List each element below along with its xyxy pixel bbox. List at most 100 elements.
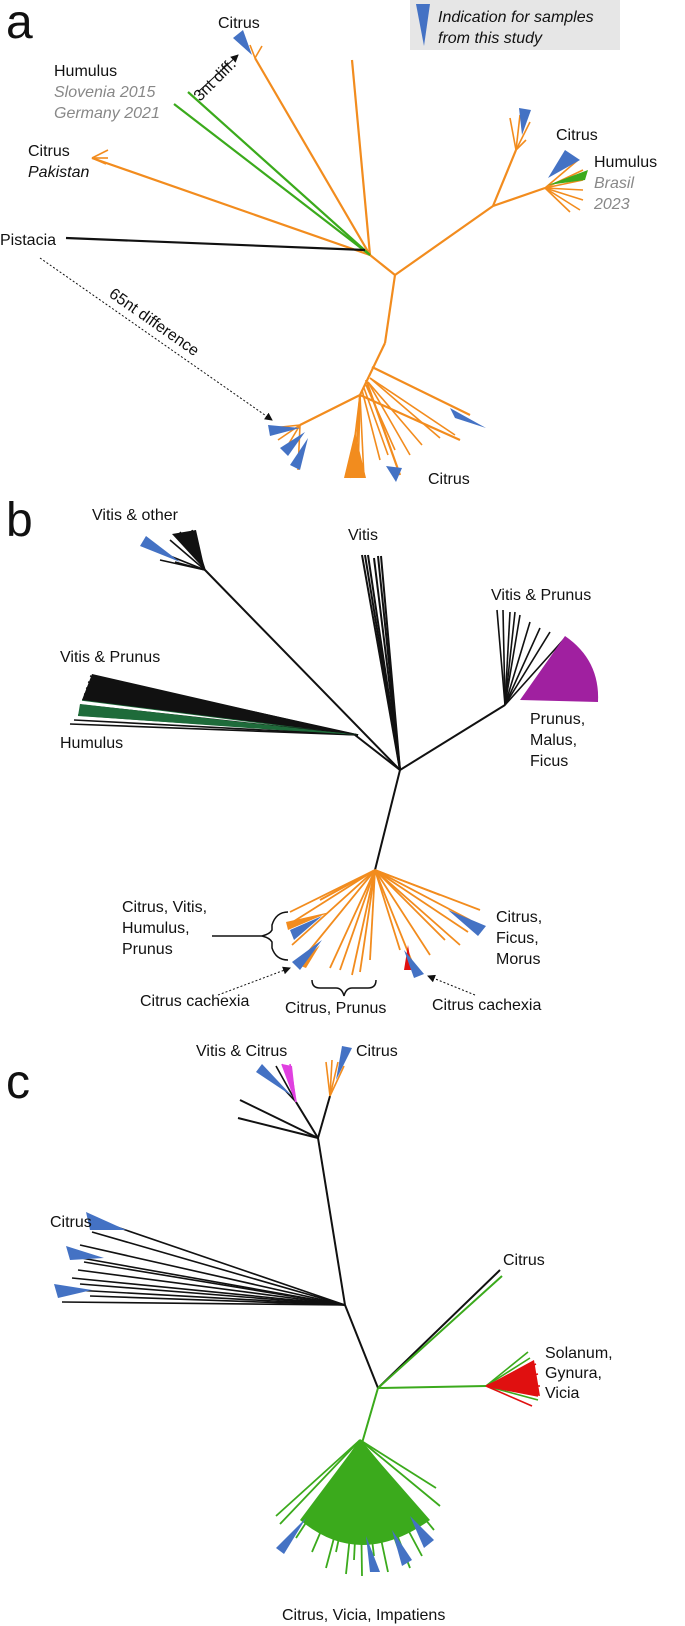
tree-b-fan-bottom bbox=[287, 869, 481, 976]
tree-b-fan-right bbox=[496, 609, 566, 706]
blue-wedge-icon bbox=[450, 408, 486, 428]
magenta-fan-icon bbox=[282, 1064, 296, 1102]
legend-box bbox=[410, 0, 620, 50]
tree-c-bottom-markers bbox=[276, 1516, 434, 1572]
blue-wedge-icon bbox=[290, 916, 322, 940]
label-b-vitis-prunus-right: Vitis & Prunus bbox=[491, 587, 591, 604]
orange-fan-icon bbox=[286, 912, 330, 930]
label-b-humulus: Humulus bbox=[60, 735, 123, 752]
label-a-brasil: Brasil bbox=[594, 175, 634, 192]
tree-b-sample-markers bbox=[290, 910, 486, 978]
label-b-ficus: Ficus bbox=[530, 753, 568, 770]
tree-c-top-markers bbox=[256, 1046, 352, 1096]
cachexia-right-arrow bbox=[427, 974, 476, 996]
label-a-pistacia: Pistacia bbox=[0, 232, 56, 249]
tree-a-sample-markers bbox=[233, 30, 580, 482]
panel-b: b bbox=[6, 494, 599, 1017]
black-fan-icon bbox=[82, 674, 358, 735]
panel-c: c bbox=[6, 1043, 613, 1624]
label-b-malus: Malus, bbox=[530, 732, 577, 749]
blue-wedge-icon bbox=[404, 950, 424, 978]
legend-line-1: Indication for samples bbox=[438, 9, 594, 26]
panel-a: a Indication for samples from this study bbox=[0, 0, 657, 488]
label-a-65nt: 65nt difference bbox=[106, 285, 202, 360]
blue-wedge-icon bbox=[336, 1046, 352, 1080]
darkgreen-fan-icon bbox=[78, 704, 358, 735]
blue-wedge-icon bbox=[366, 1536, 380, 1572]
label-a-citrus-top: Citrus bbox=[218, 15, 260, 32]
label-c-bottom: Citrus, Vicia, Impatiens bbox=[282, 1607, 445, 1624]
blue-wedge-icon bbox=[386, 466, 402, 482]
label-c-citrus-top: Citrus bbox=[356, 1043, 398, 1060]
blue-wedge-icon bbox=[392, 1530, 412, 1566]
purple-fan-icon bbox=[520, 636, 599, 702]
bracket-bottom bbox=[311, 979, 377, 997]
label-b-vitis-prunus-left: Vitis & Prunus bbox=[60, 649, 160, 666]
tree-b-fan-vitis bbox=[361, 554, 401, 771]
label-c-solanum: Solanum, bbox=[545, 1345, 613, 1362]
blue-wedge-icon bbox=[66, 1246, 104, 1260]
label-b-group-line1: Citrus, Vitis, bbox=[122, 899, 207, 916]
cachexia-left-arrow bbox=[217, 966, 291, 996]
blue-wedge-icon bbox=[548, 150, 580, 178]
panel-a-letter: a bbox=[6, 0, 33, 49]
label-b-vitis-other: Vitis & other bbox=[92, 507, 179, 524]
3nt-arrow bbox=[197, 54, 239, 93]
label-a-citrus-pak: Citrus bbox=[28, 143, 70, 160]
label-c-gynura: Gynura, bbox=[545, 1365, 602, 1382]
blue-wedge-icon bbox=[280, 432, 305, 456]
tree-a-branches bbox=[65, 57, 546, 476]
label-a-humulus-right: Humulus bbox=[594, 154, 657, 171]
label-b-cfm-line2: Ficus, bbox=[496, 930, 539, 947]
bracket-left bbox=[261, 911, 289, 961]
black-fan-icon bbox=[172, 530, 205, 570]
blue-wedge-icon bbox=[416, 4, 430, 46]
label-c-citrus-left: Citrus bbox=[50, 1214, 92, 1231]
legend: Indication for samples from this study bbox=[410, 0, 620, 50]
label-b-cfm-line1: Citrus, bbox=[496, 909, 542, 926]
panel-c-letter: c bbox=[6, 1056, 30, 1109]
label-a-3nt: 3nt diff. bbox=[191, 56, 240, 105]
label-b-cachexia-right: Citrus cachexia bbox=[432, 997, 541, 1014]
blue-wedge-icon bbox=[276, 1518, 306, 1554]
label-b-group-line3: Prunus bbox=[122, 941, 173, 958]
label-b-vitis: Vitis bbox=[348, 527, 378, 544]
blue-wedge-icon bbox=[410, 1516, 434, 1548]
label-b-prunus: Prunus, bbox=[530, 711, 585, 728]
label-a-citrus-bottom: Citrus bbox=[428, 471, 470, 488]
label-a-pakistan: Pakistan bbox=[28, 164, 89, 181]
tree-c-left-markers bbox=[54, 1212, 126, 1298]
label-b-cachexia-left: Citrus cachexia bbox=[140, 993, 249, 1010]
label-c-vitis-citrus: Vitis & Citrus bbox=[196, 1043, 287, 1060]
orange-fan-icon bbox=[344, 432, 366, 478]
blue-wedge-icon bbox=[256, 1064, 292, 1096]
label-a-germany: Germany 2021 bbox=[54, 105, 160, 122]
tree-b-branches bbox=[204, 554, 506, 901]
blue-wedge-icon bbox=[448, 910, 486, 936]
green-wedge-icon bbox=[548, 170, 588, 185]
blue-wedge-icon bbox=[54, 1284, 92, 1298]
label-b-cfm-line3: Morus bbox=[496, 951, 540, 968]
label-a-humulus: Humulus bbox=[54, 63, 117, 80]
blue-wedge-icon bbox=[86, 1212, 126, 1230]
red-fan-icon bbox=[486, 1360, 540, 1396]
label-a-2023: 2023 bbox=[593, 196, 630, 213]
blue-wedge-icon bbox=[140, 536, 180, 562]
label-a-citrus-right: Citrus bbox=[556, 127, 598, 144]
blue-wedge-icon bbox=[268, 425, 300, 436]
label-b-citrus-prunus: Citrus, Prunus bbox=[285, 1000, 386, 1017]
label-b-group-line2: Humulus, bbox=[122, 920, 190, 937]
label-a-slovenia: Slovenia 2015 bbox=[54, 84, 156, 101]
green-fan-icon bbox=[300, 1440, 430, 1545]
tree-c-fan-left bbox=[61, 1223, 346, 1306]
blue-wedge-icon bbox=[233, 30, 252, 55]
panel-b-letter: b bbox=[6, 494, 33, 547]
tree-a-tips bbox=[91, 44, 584, 479]
blue-wedge-icon bbox=[292, 940, 322, 970]
tree-c-branches bbox=[237, 1095, 503, 1451]
blue-wedge-icon bbox=[519, 108, 531, 135]
legend-line-2: from this study bbox=[438, 30, 543, 47]
blue-wedge-icon bbox=[290, 438, 308, 470]
label-c-vicia: Vicia bbox=[545, 1385, 579, 1402]
